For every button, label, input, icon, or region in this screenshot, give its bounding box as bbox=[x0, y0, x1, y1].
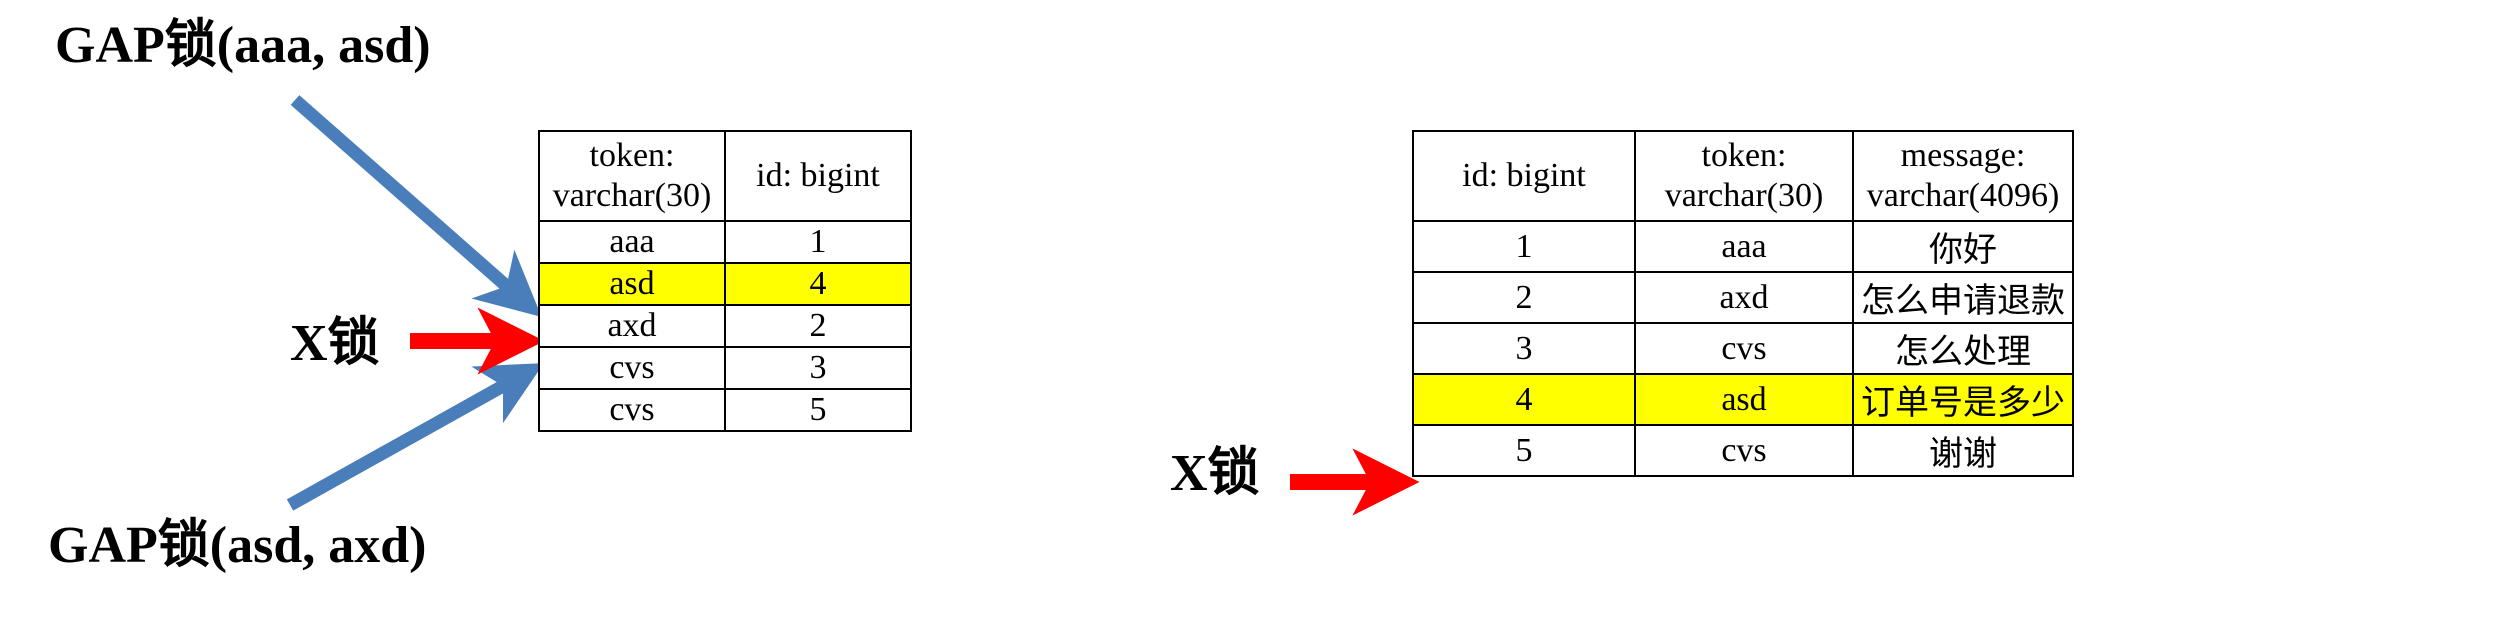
column-header-token: token: varchar(30) bbox=[538, 129, 726, 223]
cell-token: cvs bbox=[538, 388, 726, 433]
column-header-message: message: varchar(4096) bbox=[1852, 129, 2074, 223]
cell-id: 4 bbox=[1412, 373, 1636, 427]
column-header-token-line1: token: bbox=[589, 137, 675, 174]
cell-id: 1 bbox=[724, 220, 912, 265]
x-lock-right-label: X锁 bbox=[1170, 445, 1260, 502]
table-row: cvs 5 bbox=[538, 388, 912, 433]
cell-token: aaa bbox=[538, 220, 726, 265]
table-row: aaa 1 bbox=[538, 220, 912, 265]
cell-token: cvs bbox=[538, 346, 726, 391]
column-header-id-line1: id: bigint bbox=[1462, 157, 1586, 195]
cell-token: aaa bbox=[1634, 220, 1854, 274]
cell-id: 3 bbox=[724, 346, 912, 391]
column-header-message-line2: varchar(4096) bbox=[1866, 177, 2060, 215]
cell-id: 2 bbox=[724, 304, 912, 349]
cell-message: 怎么处理 bbox=[1852, 322, 2074, 376]
table-row: 2 axd 怎么申请退款 bbox=[1412, 271, 2074, 325]
column-header-token: token: varchar(30) bbox=[1634, 129, 1854, 223]
column-header-token-line2: varchar(30) bbox=[552, 177, 712, 215]
gap-lock-top-label: GAP锁(aaa, asd) bbox=[55, 17, 431, 74]
gap-lock-top-arrow bbox=[290, 95, 542, 318]
table-row-highlighted: asd 4 bbox=[538, 262, 912, 307]
cell-token: axd bbox=[538, 304, 726, 349]
table-row: 3 cvs 怎么处理 bbox=[1412, 322, 2074, 376]
message-data-table: id: bigint token: varchar(30) message: v… bbox=[1412, 129, 2074, 478]
table-row: 5 cvs 谢谢 bbox=[1412, 424, 2074, 478]
table-row: 1 aaa 你好 bbox=[1412, 220, 2074, 274]
table-row-highlighted: 4 asd 订单号是多少 bbox=[1412, 373, 2074, 427]
table-row: cvs 3 bbox=[538, 346, 912, 391]
table-header-row: token: varchar(30) id: bigint bbox=[538, 129, 912, 223]
gap-lock-bottom-label: GAP锁(asd, axd) bbox=[48, 517, 427, 574]
cell-message: 你好 bbox=[1852, 220, 2074, 274]
x-lock-left-label: X锁 bbox=[290, 315, 380, 372]
cell-id: 5 bbox=[724, 388, 912, 433]
cell-id: 4 bbox=[724, 262, 912, 307]
cell-id: 5 bbox=[1412, 424, 1636, 478]
cell-token: asd bbox=[1634, 373, 1854, 427]
cell-token: asd bbox=[538, 262, 726, 307]
cell-token: cvs bbox=[1634, 322, 1854, 376]
column-header-token-line2: varchar(30) bbox=[1664, 177, 1824, 215]
cell-token: axd bbox=[1634, 271, 1854, 325]
gap-lock-bottom-arrow bbox=[286, 363, 544, 511]
token-index-table: token: varchar(30) id: bigint aaa 1 asd … bbox=[538, 129, 912, 433]
cell-message: 订单号是多少 bbox=[1852, 373, 2074, 427]
cell-id: 3 bbox=[1412, 322, 1636, 376]
column-header-message-line1: message: bbox=[1900, 137, 2026, 174]
cell-id: 1 bbox=[1412, 220, 1636, 274]
cell-message: 怎么申请退款 bbox=[1852, 271, 2074, 325]
column-header-id: id: bigint bbox=[724, 129, 912, 223]
cell-token: cvs bbox=[1634, 424, 1854, 478]
column-header-id-line1: id: bigint bbox=[756, 157, 880, 195]
table-header-row: id: bigint token: varchar(30) message: v… bbox=[1412, 129, 2074, 223]
column-header-id: id: bigint bbox=[1412, 129, 1636, 223]
cell-message: 谢谢 bbox=[1852, 424, 2074, 478]
cell-id: 2 bbox=[1412, 271, 1636, 325]
column-header-token-line1: token: bbox=[1701, 137, 1787, 174]
table-row: axd 2 bbox=[538, 304, 912, 349]
